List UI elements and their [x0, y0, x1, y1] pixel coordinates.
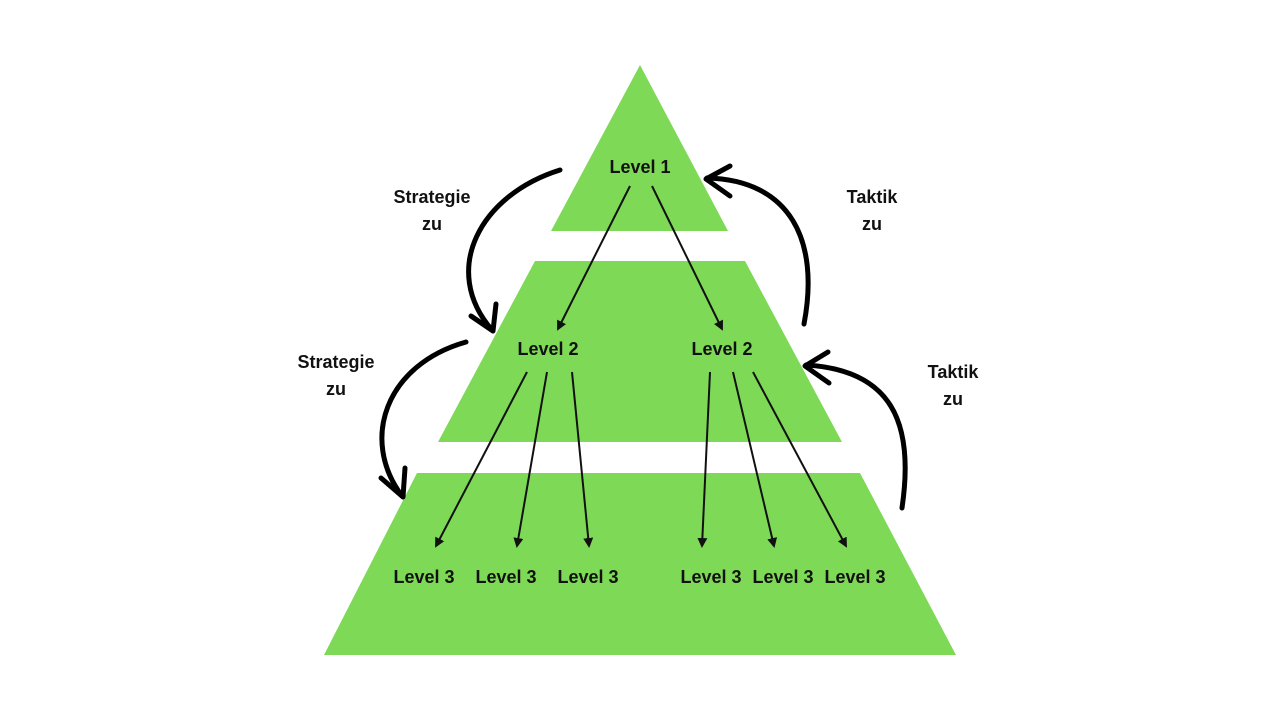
pyramid-tier-middle [438, 261, 842, 442]
svg-text:Strategie: Strategie [297, 352, 374, 372]
arrow-l2b-to-l3-5 [732, 371, 778, 548]
level-3-label-3: Level 3 [557, 567, 618, 587]
level-1-label: Level 1 [609, 157, 670, 177]
curved-arrow-taktik-upper [703, 163, 811, 327]
curved-arrow-strategie-lower [378, 339, 469, 500]
pyramid-tier-top [551, 65, 728, 231]
curved-arrow-taktik-lower [802, 349, 908, 511]
svg-text:zu: zu [422, 214, 442, 234]
level-2-label-left: Level 2 [517, 339, 578, 359]
level-3-label-1: Level 3 [393, 567, 454, 587]
level-3-label-2: Level 3 [475, 567, 536, 587]
curved-arrow-strategie-upper [466, 167, 563, 334]
arrow-l1-to-l2-right [651, 185, 723, 331]
svg-text:Strategie: Strategie [393, 187, 470, 207]
arrow-l1-to-l2-left [557, 185, 631, 331]
svg-text:Taktik: Taktik [928, 362, 980, 382]
pyramid-tier-bottom [324, 473, 956, 655]
arrow-l2a-to-l3-1 [435, 371, 528, 548]
side-label-strategie-lower: Strategie zu [297, 352, 374, 399]
arrow-l2a-to-l3-2 [513, 371, 548, 548]
side-label-taktik-lower: Taktik zu [928, 362, 980, 409]
level-3-label-5: Level 3 [752, 567, 813, 587]
arrow-l2b-to-l3-6 [752, 371, 847, 548]
level-2-label-right: Level 2 [691, 339, 752, 359]
arrow-l2b-to-l3-4 [697, 371, 711, 548]
svg-text:zu: zu [326, 379, 346, 399]
side-label-taktik-upper: Taktik zu [847, 187, 899, 234]
svg-text:Taktik: Taktik [847, 187, 899, 207]
level-3-label-4: Level 3 [680, 567, 741, 587]
svg-text:zu: zu [862, 214, 882, 234]
level-3-label-6: Level 3 [824, 567, 885, 587]
side-label-strategie-upper: Strategie zu [393, 187, 470, 234]
arrow-l2a-to-l3-3 [571, 371, 594, 548]
svg-text:zu: zu [943, 389, 963, 409]
